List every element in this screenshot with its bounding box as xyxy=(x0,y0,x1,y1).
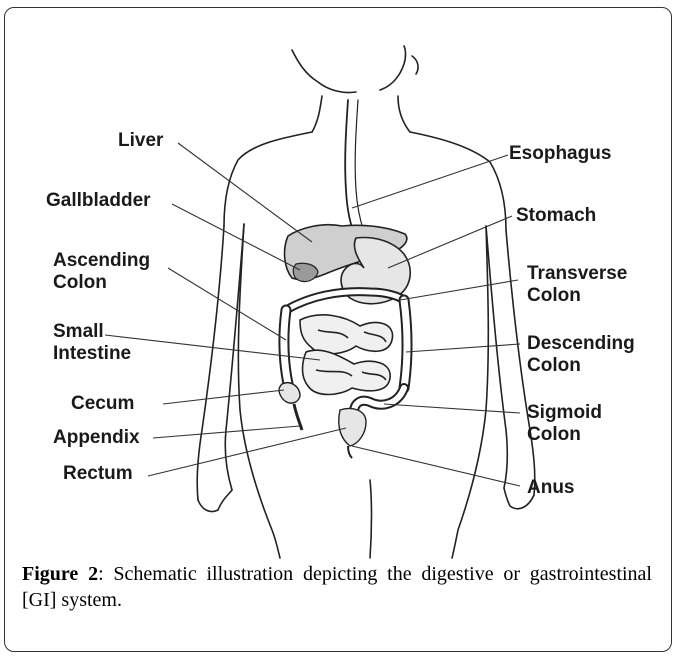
chin-outline xyxy=(380,46,406,90)
label-small-intestine: Small Intestine xyxy=(53,321,131,365)
label-transverse-colon: Transverse Colon xyxy=(527,263,627,307)
label-sigmoid-colon: Sigmoid Colon xyxy=(527,402,602,446)
label-rectum: Rectum xyxy=(63,463,133,485)
rectum-leader xyxy=(148,428,346,476)
cecum xyxy=(279,383,300,403)
label-stomach: Stomach xyxy=(516,205,596,227)
descending-colon-leader xyxy=(406,344,520,352)
label-anus: Anus xyxy=(527,477,575,499)
gallbladder xyxy=(293,263,318,281)
label-gallbladder: Gallbladder xyxy=(46,190,151,212)
torso-right xyxy=(452,226,488,558)
figure-caption: Figure 2: Schematic illustration depicti… xyxy=(22,561,652,613)
figure-label: Figure 2 xyxy=(22,563,98,585)
anus-leader xyxy=(352,446,520,486)
ascending-colon-leader xyxy=(168,268,286,340)
neck-left xyxy=(312,96,322,132)
anus xyxy=(348,446,352,458)
rectum xyxy=(339,409,366,447)
right-arm-inner xyxy=(486,226,507,488)
label-ascending-colon: Ascending Colon xyxy=(53,250,150,294)
gallbladder-leader xyxy=(172,204,300,270)
sigmoid-colon-leader xyxy=(384,404,520,413)
right-shoulder xyxy=(410,132,506,230)
ear-outline xyxy=(412,56,418,74)
left-hand xyxy=(198,490,232,512)
label-liver: Liver xyxy=(118,130,163,152)
left-shoulder xyxy=(224,132,312,226)
esophagus-leader xyxy=(352,155,508,208)
caption-text: : Schematic illustration depicting the d… xyxy=(22,563,652,611)
label-appendix: Appendix xyxy=(53,427,140,449)
neck-right xyxy=(398,96,410,132)
head-outline xyxy=(292,50,356,93)
small-intestine xyxy=(300,315,393,395)
label-esophagus: Esophagus xyxy=(509,143,611,165)
liver-leader xyxy=(178,143,312,242)
transverse-colon-leader xyxy=(400,280,518,300)
label-descending-colon: Descending Colon xyxy=(527,333,635,377)
cecum-leader xyxy=(163,390,284,404)
label-cecum: Cecum xyxy=(71,393,134,415)
groin-line xyxy=(370,480,372,558)
esophagus xyxy=(345,100,356,238)
